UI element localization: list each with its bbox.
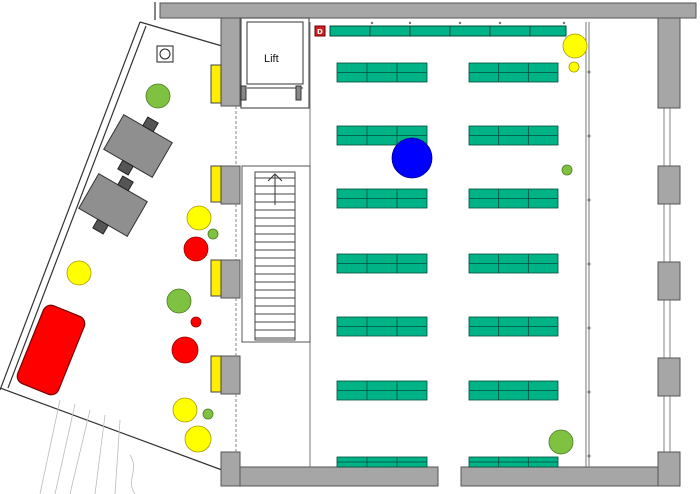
right-wall-segment — [657, 17, 681, 109]
yellow-marker — [184, 425, 212, 453]
table-group — [468, 316, 559, 337]
red-marker — [171, 336, 199, 364]
bottom-wall — [239, 466, 439, 487]
green-marker — [202, 408, 214, 420]
right-wall-segment — [657, 165, 681, 205]
green-marker — [561, 164, 573, 176]
table-group — [468, 125, 559, 146]
red-sofa — [16, 304, 86, 396]
right-wall-windows — [663, 108, 671, 452]
green-marker — [166, 288, 192, 314]
yellow-marker — [568, 61, 580, 73]
table-group — [468, 380, 559, 401]
table-group — [336, 188, 428, 209]
yellow-marker — [172, 397, 198, 423]
bottom-wall — [460, 466, 659, 487]
right-wall-segment — [657, 261, 681, 301]
right-wall-segment — [657, 357, 681, 397]
yellow-panel — [210, 259, 222, 297]
red-marker — [190, 316, 202, 328]
markers — [66, 33, 588, 455]
table-groups — [329, 25, 567, 468]
sign-icon — [156, 45, 174, 63]
table-group — [468, 62, 559, 83]
yellow-marker — [562, 33, 588, 59]
yellow-panel — [210, 355, 222, 393]
yellow-marker — [186, 205, 212, 231]
table-group — [468, 188, 559, 209]
top-wall — [159, 2, 697, 19]
right-wall-dots — [370, 21, 566, 25]
left-wall-segment — [220, 259, 241, 299]
door-badge-label: D — [317, 28, 323, 36]
table-group — [336, 62, 428, 83]
outer-slanted-wall — [0, 2, 223, 471]
green-marker — [145, 83, 171, 109]
yellow-marker — [66, 260, 92, 286]
green-marker — [548, 429, 574, 455]
lift: Lift — [240, 17, 310, 109]
red-marker — [183, 236, 209, 262]
table-group — [336, 253, 428, 274]
table-group — [336, 380, 428, 401]
table-group — [468, 456, 559, 468]
table-group — [329, 25, 567, 37]
table-group — [468, 253, 559, 274]
left-wall-segment — [220, 451, 241, 487]
blue-marker — [391, 137, 433, 179]
table-group — [336, 456, 428, 468]
lift-label: Lift — [264, 53, 279, 65]
staircase — [241, 165, 311, 343]
left-wall-segment — [220, 17, 241, 107]
right-wall-segment — [657, 451, 681, 487]
left-wall-segment — [220, 165, 241, 205]
door-badge: D — [314, 25, 326, 37]
partition-dots — [587, 70, 591, 458]
left-wall-segment — [220, 355, 241, 395]
green-marker — [207, 228, 219, 240]
outdoor-tables — [78, 113, 173, 238]
table-group — [336, 316, 428, 337]
yellow-panel — [210, 64, 222, 104]
yellow-panel — [210, 165, 222, 203]
exterior-hatching — [39, 399, 136, 494]
